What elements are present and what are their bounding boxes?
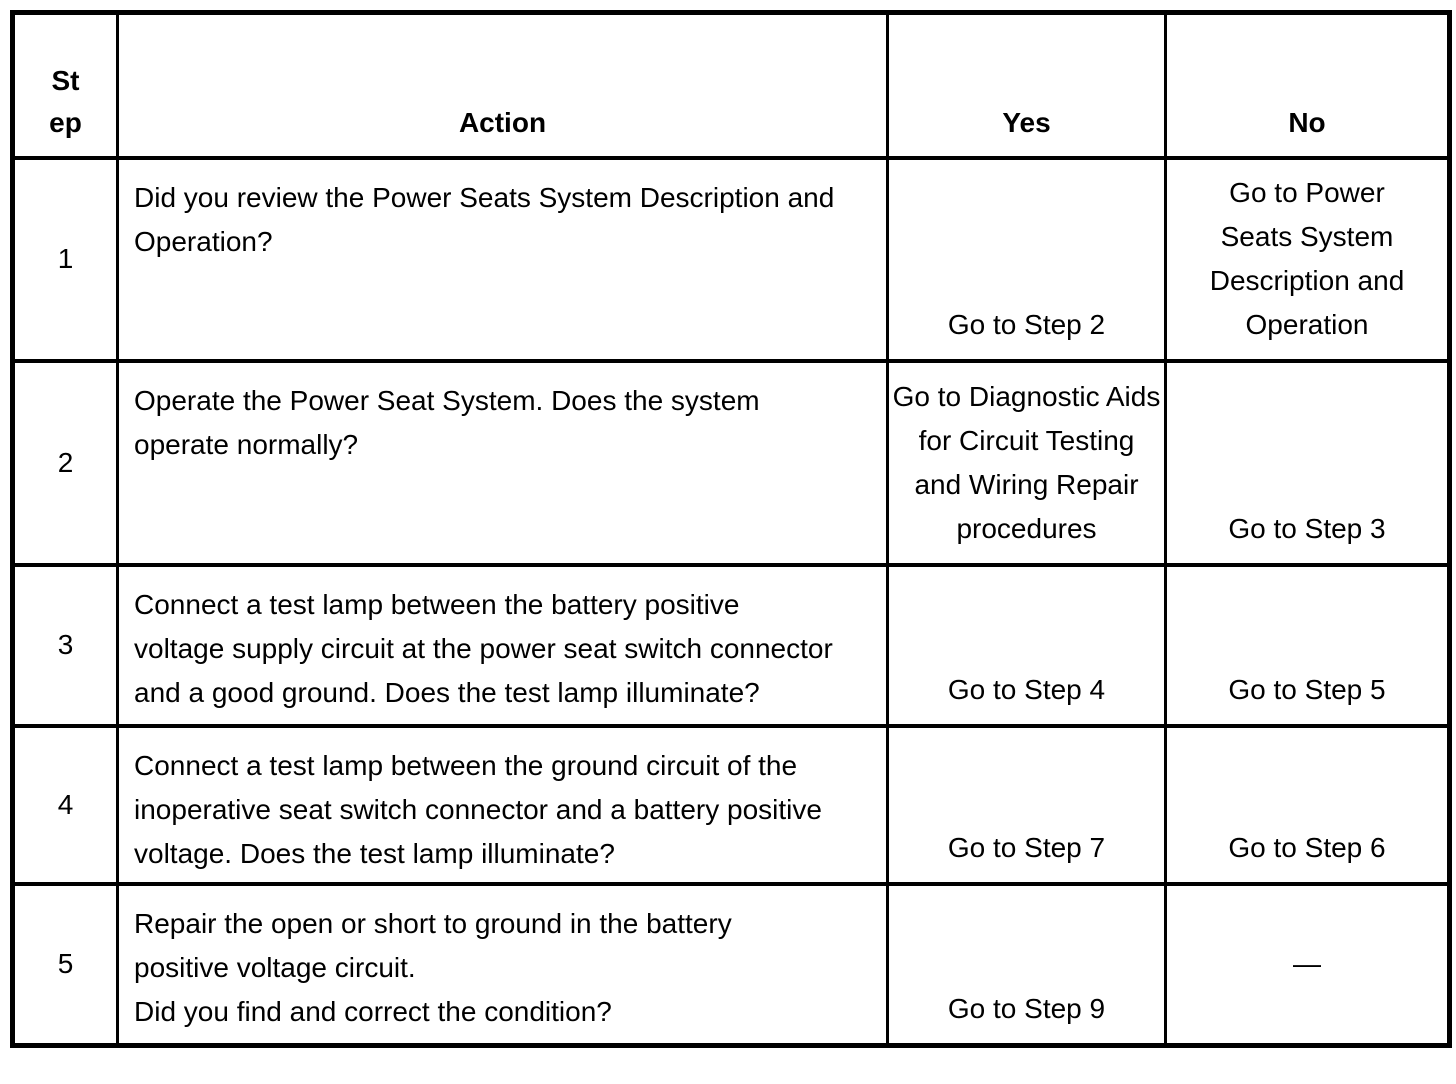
action-header: Action bbox=[116, 10, 889, 160]
step-header-label: St ep bbox=[49, 64, 82, 138]
action-cell: Did you review the Power Seats System De… bbox=[116, 155, 889, 363]
step-cell: 3 bbox=[11, 562, 119, 728]
yes-cell: Go to Step 2 bbox=[886, 155, 1167, 363]
step-cell: 4 bbox=[11, 723, 119, 886]
no-cell: Go to Step 5 bbox=[1164, 562, 1451, 728]
table-header-row: St ep Action Yes No bbox=[11, 10, 1451, 160]
diagnostic-table: St ep Action Yes No 1 Did you review the… bbox=[10, 10, 1452, 1048]
yes-header: Yes bbox=[886, 10, 1167, 160]
yes-cell: Go to Diagnostic Aids for Circuit Testin… bbox=[886, 358, 1167, 567]
table-row: 5 Repair the open or short to ground in … bbox=[11, 881, 1451, 1048]
action-cell: Operate the Power Seat System. Does the … bbox=[116, 358, 889, 567]
table-row: 3 Connect a test lamp between the batter… bbox=[11, 562, 1451, 728]
table-row: 4 Connect a test lamp between the ground… bbox=[11, 723, 1451, 886]
no-cell: — bbox=[1164, 881, 1451, 1048]
yes-cell: Go to Step 9 bbox=[886, 881, 1167, 1048]
step-cell: 2 bbox=[11, 358, 119, 567]
yes-cell: Go to Step 7 bbox=[886, 723, 1167, 886]
no-header: No bbox=[1164, 10, 1451, 160]
table-row: 1 Did you review the Power Seats System … bbox=[11, 155, 1451, 363]
step-header: St ep bbox=[11, 10, 119, 160]
yes-cell: Go to Step 4 bbox=[886, 562, 1167, 728]
step-cell: 5 bbox=[11, 881, 119, 1048]
action-cell: Connect a test lamp between the ground c… bbox=[116, 723, 889, 886]
no-cell: Go to Power Seats System Description and… bbox=[1164, 155, 1451, 363]
no-cell: Go to Step 6 bbox=[1164, 723, 1451, 886]
action-cell: Connect a test lamp between the battery … bbox=[116, 562, 889, 728]
step-cell: 1 bbox=[11, 155, 119, 363]
action-cell: Repair the open or short to ground in th… bbox=[116, 881, 889, 1048]
no-cell: Go to Step 3 bbox=[1164, 358, 1451, 567]
table-row: 2 Operate the Power Seat System. Does th… bbox=[11, 358, 1451, 567]
